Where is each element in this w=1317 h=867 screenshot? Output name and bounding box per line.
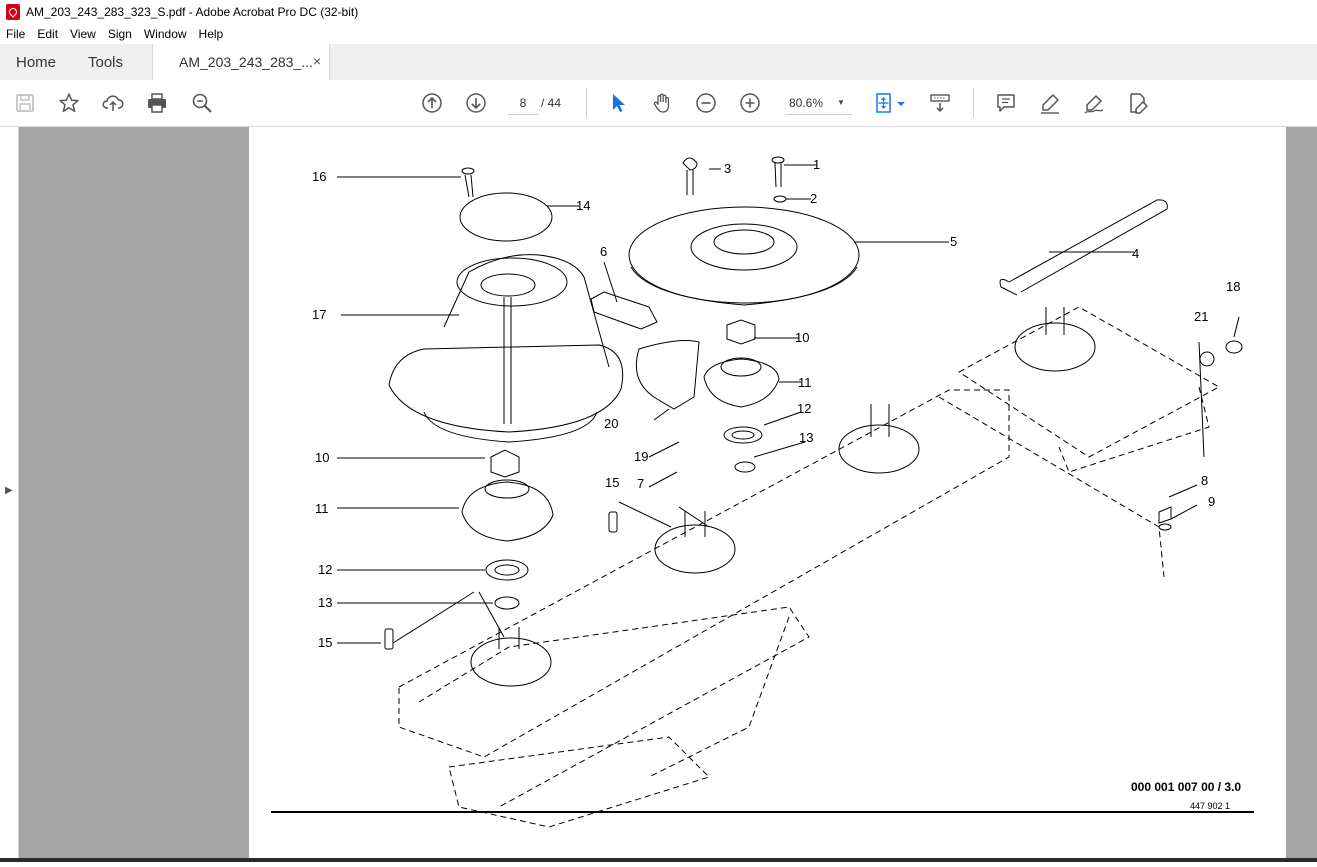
part-label: 7: [637, 476, 644, 491]
menu-window[interactable]: Window: [143, 27, 187, 41]
part-label: 11: [798, 375, 812, 390]
zoom-level-select[interactable]: 80.6% ▼: [786, 92, 852, 115]
zoom-out-icon[interactable]: [694, 91, 718, 115]
page-number-input[interactable]: 8: [508, 92, 538, 115]
part-label: 6: [600, 244, 607, 259]
part-label: 11: [315, 501, 329, 516]
page-total: / 44: [541, 96, 562, 110]
tab-bar: Home Tools AM_203_243_283_... ×: [0, 44, 1317, 81]
part-label: 19: [634, 449, 648, 464]
zoom-search-icon[interactable]: [190, 91, 214, 115]
drawing-code: 000 001 007 00 / 3.0: [1131, 780, 1241, 794]
part-label: 18: [1226, 279, 1240, 294]
comment-icon[interactable]: [994, 91, 1018, 115]
chevron-right-icon[interactable]: ▶: [5, 485, 13, 496]
part-label: 13: [799, 430, 813, 445]
zoom-level-value: 80.6%: [789, 96, 824, 110]
save-icon[interactable]: [13, 91, 37, 115]
tab-document[interactable]: AM_203_243_283_... ×: [152, 44, 330, 80]
menu-edit[interactable]: Edit: [37, 27, 59, 41]
part-label: 4: [1132, 246, 1139, 261]
toolbar-divider: [973, 88, 974, 118]
part-label: 10: [315, 450, 329, 465]
part-label: 13: [318, 595, 332, 610]
tab-home[interactable]: Home: [16, 54, 57, 71]
acrobat-pdf-icon: [6, 4, 20, 20]
part-label: 21: [1194, 309, 1208, 324]
main-toolbar: 8 / 44 80.6% ▼: [0, 80, 1317, 127]
edit-pdf-icon[interactable]: [1126, 91, 1150, 115]
select-pointer-icon[interactable]: [606, 91, 630, 115]
sign-icon[interactable]: [1082, 91, 1106, 115]
right-pane: [1287, 127, 1317, 862]
part-label: 17: [312, 307, 326, 322]
menu-file[interactable]: File: [6, 27, 26, 41]
close-tab-icon[interactable]: ×: [313, 53, 322, 69]
sheet-number: 447 902 1: [1190, 801, 1230, 811]
part-label: 15: [318, 635, 332, 650]
part-label: 12: [797, 401, 811, 416]
toolbar-divider: [586, 88, 587, 118]
document-viewport[interactable]: ▶: [0, 127, 1317, 862]
part-label: 12: [318, 562, 332, 577]
part-label: 2: [810, 191, 817, 206]
fit-page-dropdown-icon[interactable]: [894, 91, 908, 115]
zoom-in-icon[interactable]: [738, 91, 762, 115]
part-label: 15: [605, 475, 619, 490]
tab-tools[interactable]: Tools: [88, 54, 124, 71]
menu-bar: File Edit View Sign Window Help: [0, 24, 1317, 44]
chevron-down-icon: ▼: [837, 98, 845, 107]
part-label: 8: [1201, 473, 1208, 488]
window-title: AM_203_243_283_323_S.pdf - Adobe Acrobat…: [26, 5, 359, 19]
part-label: 5: [950, 234, 957, 249]
part-label: 10: [795, 330, 809, 345]
menu-help[interactable]: Help: [198, 27, 224, 41]
scroll-mode-icon[interactable]: [928, 91, 952, 115]
part-label: 16: [312, 169, 326, 184]
hand-icon[interactable]: [650, 91, 674, 115]
upload-icon[interactable]: [101, 91, 125, 115]
part-label: 1: [813, 157, 820, 172]
part-label: 14: [576, 198, 590, 213]
fit-page-icon[interactable]: [873, 91, 897, 115]
print-icon[interactable]: [145, 91, 169, 115]
part-label: 9: [1208, 494, 1215, 509]
tab-document-label: AM_203_243_283_...: [179, 54, 313, 70]
page-up-icon[interactable]: [420, 91, 444, 115]
window-titlebar: AM_203_243_283_323_S.pdf - Adobe Acrobat…: [0, 0, 1317, 24]
part-label: 3: [724, 161, 731, 176]
pdf-page: 16 14 17 3 1 2 5 6 4 10 11 18 21 20 12 1…: [249, 127, 1286, 862]
part-label: 20: [604, 416, 618, 431]
highlight-icon[interactable]: [1038, 91, 1062, 115]
bookmark-star-icon[interactable]: [57, 91, 81, 115]
left-panel-toggle[interactable]: ▶: [0, 127, 19, 862]
menu-sign[interactable]: Sign: [107, 27, 132, 41]
taskbar-edge: [0, 858, 1317, 862]
exploded-parts-drawing: 16 14 17 3 1 2 5 6 4 10 11 18 21 20 12 1…: [271, 156, 1254, 828]
menu-view[interactable]: View: [70, 27, 96, 41]
page-down-icon[interactable]: [464, 91, 488, 115]
